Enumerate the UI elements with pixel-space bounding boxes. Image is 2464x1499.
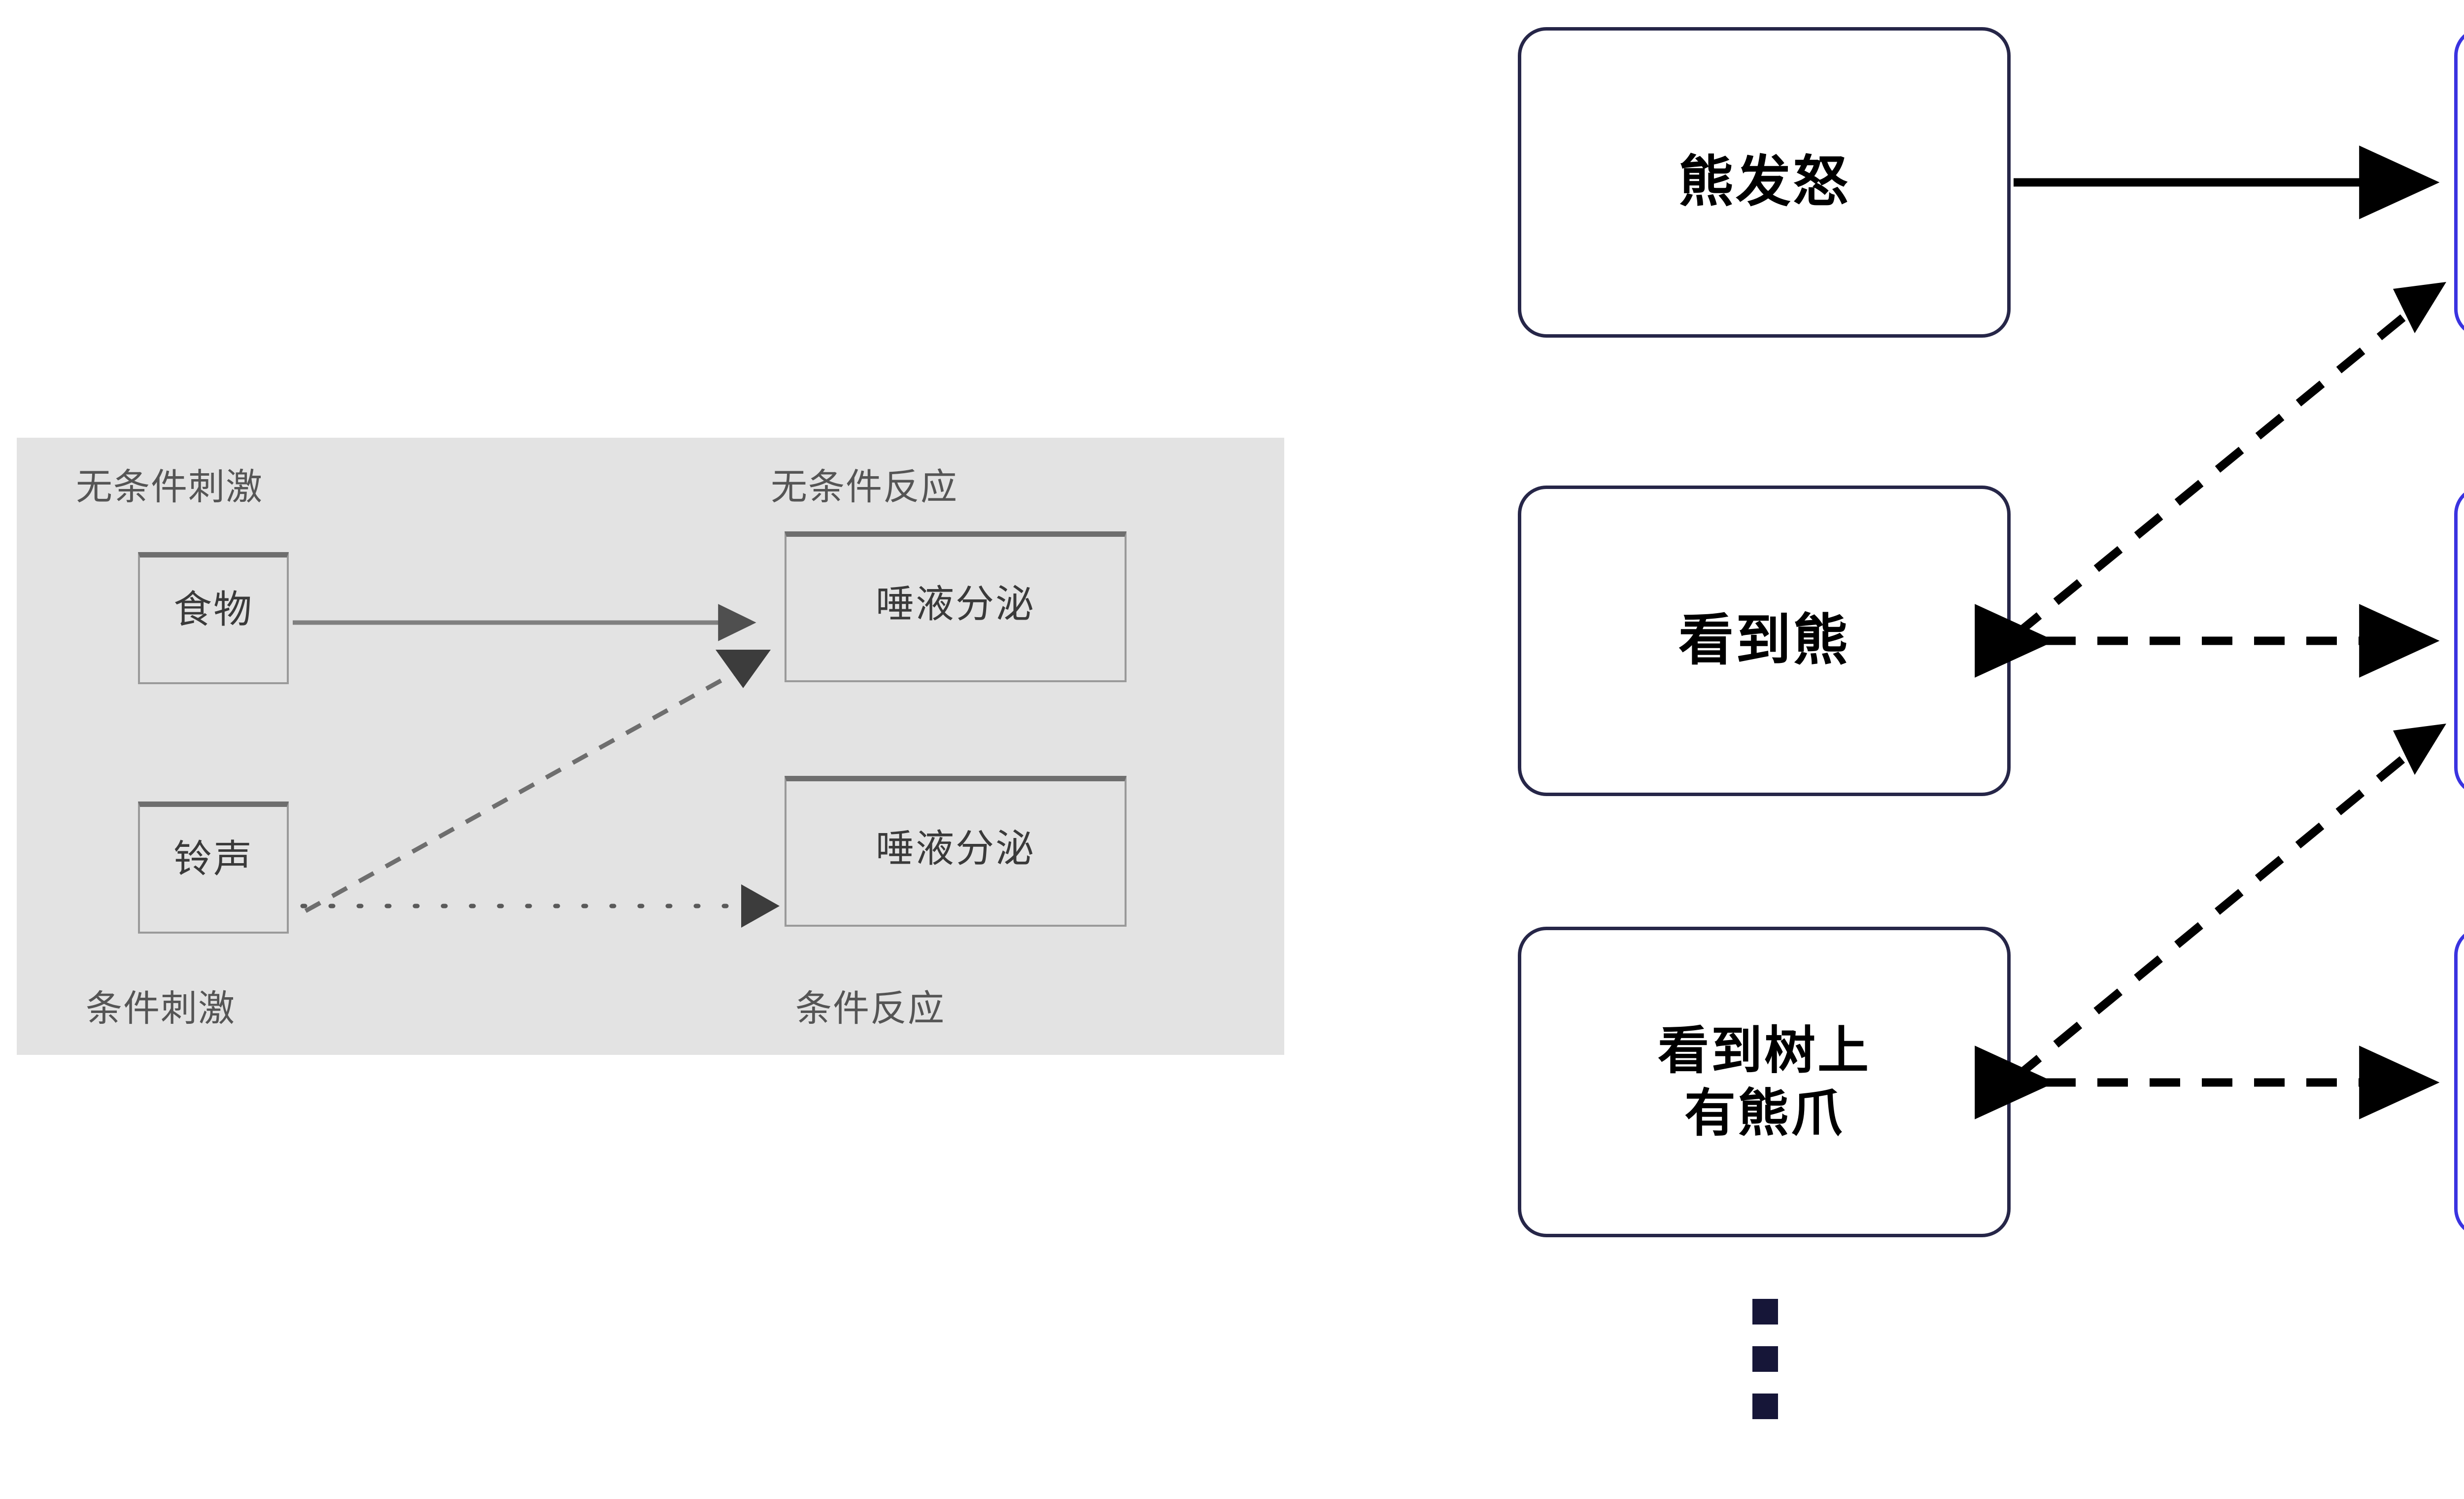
node-see-bear[interactable]: 看到熊 — [1518, 486, 2011, 796]
pavlov-box-salivation-uncond: 唾液分泌 — [785, 531, 1127, 682]
link-see-paw-to-value-s-prime — [2013, 741, 2424, 1081]
node-see-paw-label: 看到树上 有熊爪 — [1658, 1019, 1871, 1145]
node-see-paw-label-line2: 有熊爪 — [1684, 1083, 1844, 1143]
pavlov-box-salivation-cond: 唾液分泌 — [785, 776, 1127, 927]
ellipsis-square — [1752, 1346, 1778, 1372]
ellipsis-left-column — [1752, 1299, 1778, 1419]
pavlov-box-food: 食物 — [138, 552, 289, 684]
pavlov-link-bell-to-salivation-uncond-head — [716, 650, 771, 688]
ellipsis-square — [1752, 1394, 1778, 1419]
link-see-bear-to-reward-head — [2393, 282, 2446, 333]
ellipsis-square — [1752, 1299, 1778, 1325]
link-see-paw-to-value-s-prime-head — [2393, 724, 2446, 775]
pavlov-box-food-label: 食物 — [173, 587, 253, 632]
pavlov-link-bell-to-salivation-uncond — [304, 667, 743, 913]
node-bear-angry-label: 熊发怒 — [1678, 150, 1850, 214]
pavlov-box-bell-label: 铃声 — [173, 837, 253, 881]
node-see-paw-label-line1: 看到树上 — [1657, 1020, 1871, 1081]
pavlov-link-bell-to-salivation-cond-head — [741, 884, 780, 928]
pavlov-box-salivation-uncond-label: 唾液分泌 — [875, 582, 1035, 627]
node-see-paw[interactable]: 看到树上 有熊爪 — [1518, 927, 2011, 1237]
node-bear-angry[interactable]: 熊发怒 — [1518, 27, 2011, 338]
pavlov-box-salivation-cond-label: 唾液分泌 — [875, 826, 1035, 871]
pavlov-arrow-layer — [293, 604, 780, 928]
caption-conditioned-response: 条件反应 — [795, 987, 945, 1030]
pavlovian-conditioning-panel: 无条件刺激 无条件反应 条件刺激 条件反应 食物 铃声 唾液分泌 唾液分泌 — [17, 438, 1284, 1055]
link-see-bear-to-reward — [2013, 300, 2424, 638]
caption-unconditioned-stimulus: 无条件刺激 — [76, 466, 263, 508]
node-value-s[interactable]: V(s) — [2454, 927, 2464, 1237]
node-see-bear-label: 看到熊 — [1678, 608, 1850, 673]
node-reward[interactable]: 奖励 — [2454, 27, 2464, 338]
caption-conditioned-stimulus: 条件刺激 — [86, 987, 236, 1030]
pavlov-box-bell: 铃声 — [138, 802, 289, 934]
caption-unconditioned-response: 无条件反应 — [771, 466, 958, 508]
node-value-s-prime[interactable]: V(s′) — [2454, 486, 2464, 796]
